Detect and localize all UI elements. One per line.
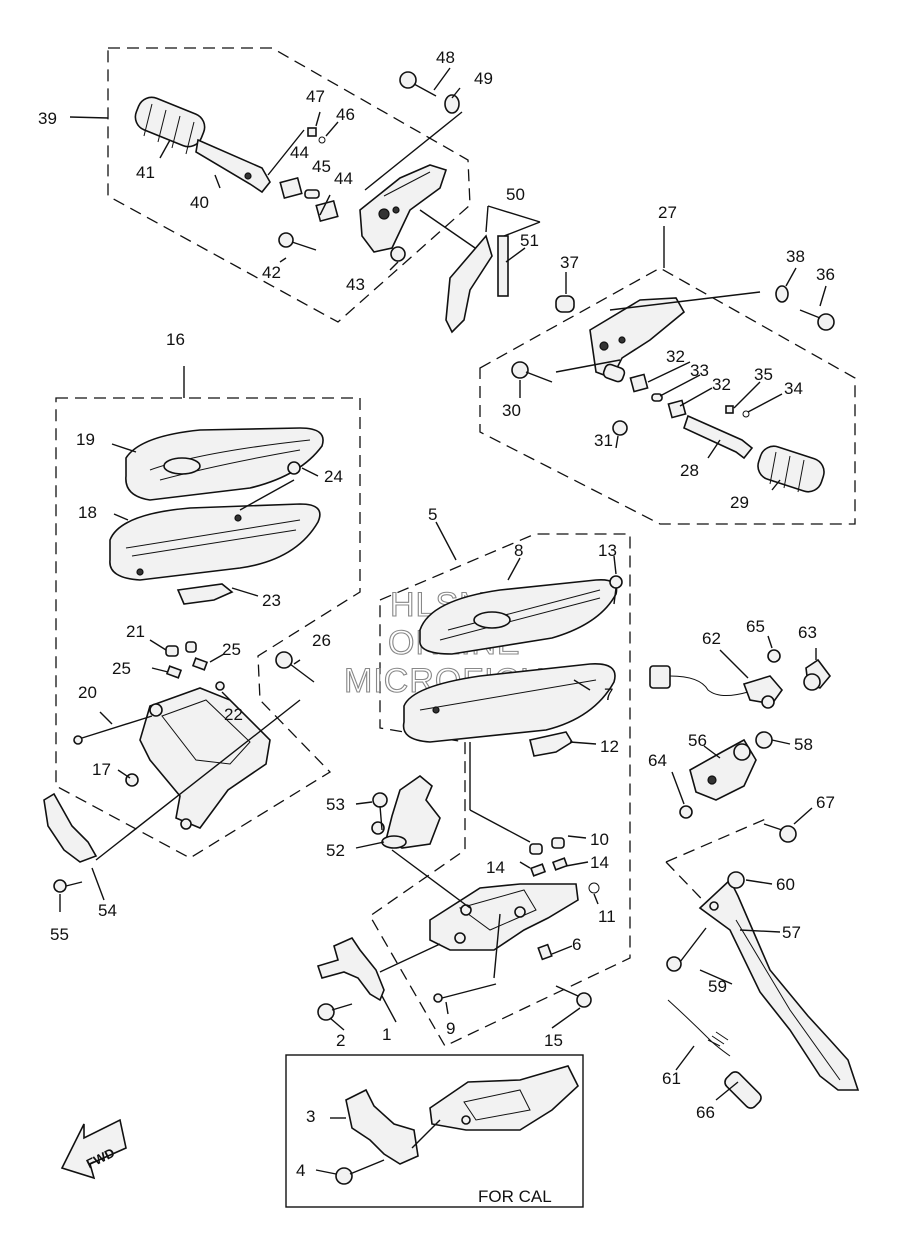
callout-41: 41 [136,163,155,182]
callout-17: 17 [92,760,111,779]
callout-20: 20 [78,683,97,702]
callout-18: 18 [78,503,97,522]
callout-40: 40 [190,193,209,212]
callout-34: 34 [784,379,803,398]
callout-58: 58 [794,735,813,754]
callout-43: 43 [346,275,365,294]
callout-14-left: 14 [486,858,505,877]
callout-59: 59 [708,977,727,996]
callout-55: 55 [50,925,69,944]
callout-56: 56 [688,731,707,750]
footboard-assembly-5 [402,521,623,757]
callout-21: 21 [126,622,145,641]
callout-22: 22 [224,705,243,724]
callout-67: 67 [816,793,835,812]
callout-8: 8 [514,541,523,560]
callout-9: 9 [446,1019,455,1038]
callout-1: 1 [382,1025,391,1044]
callout-32-left: 32 [666,347,685,366]
callout-44-left: 44 [290,143,309,162]
callout-12: 12 [600,737,619,756]
footrest-assembly-39 [69,67,479,271]
callout-27: 27 [658,203,677,222]
callout-19: 19 [76,430,95,449]
callout-31: 31 [594,431,613,450]
fwd-arrow-icon: FWD [60,1118,127,1180]
cal-inset-box [285,1054,584,1208]
footrest-rubber-29 [757,445,825,493]
callout-15: 15 [544,1031,563,1050]
callout-5: 5 [428,505,437,524]
callout-60: 60 [776,875,795,894]
callout-4: 4 [296,1161,305,1180]
callout-16: 16 [166,330,185,349]
callout-28: 28 [680,461,699,480]
callout-47: 47 [306,87,325,106]
callout-63: 63 [798,623,817,642]
callout-39: 39 [38,109,57,128]
callout-35: 35 [754,365,773,384]
callout-7: 7 [604,685,613,704]
callout-3: 3 [306,1107,315,1126]
heel-plate-50 [445,205,541,334]
callout-57: 57 [782,923,801,942]
callout-11: 11 [598,907,616,926]
callout-2: 2 [336,1031,345,1050]
callout-10: 10 [590,830,609,849]
callout-48: 48 [436,48,455,67]
footrest-assembly-27 [511,226,835,493]
callout-42: 42 [262,263,281,282]
callout-29: 29 [730,493,749,512]
callout-14-right: 14 [590,853,609,872]
footboard-assembly-16 [109,366,324,605]
callout-32-right: 32 [712,375,731,394]
callout-numbers: 1 2 3 4 5 6 7 8 9 10 11 12 13 14 14 15 1… [38,48,835,1180]
cal-inset-parts [315,1065,579,1185]
callout-45: 45 [312,157,331,176]
callout-44-right: 44 [334,169,353,188]
callout-53: 53 [326,795,345,814]
callout-23: 23 [262,591,281,610]
callout-24: 24 [324,467,343,486]
callout-26: 26 [312,631,331,650]
callout-46: 46 [336,105,355,124]
footboard-bracket-left [43,639,315,912]
callout-61: 61 [662,1069,681,1088]
callout-36: 36 [816,265,835,284]
callout-25-left: 25 [112,659,131,678]
callout-66: 66 [696,1103,715,1122]
callout-13: 13 [598,541,617,560]
callout-33: 33 [690,361,709,380]
callout-25-right: 25 [222,640,241,659]
callout-52: 52 [326,841,345,860]
footrest-rubber-41 [134,96,206,155]
for-cal-label: FOR CAL [478,1187,552,1206]
footboard-bracket-right [429,742,600,1029]
callout-65: 65 [746,617,765,636]
mount-plate-1 [316,936,441,1031]
callout-62: 62 [702,629,721,648]
callout-54: 54 [98,901,117,920]
support-arm-52 [355,774,471,909]
callout-6: 6 [572,935,581,954]
callout-38: 38 [786,247,805,266]
callout-30: 30 [502,401,521,420]
callout-37: 37 [560,253,579,272]
callout-51: 51 [520,231,539,250]
callout-64: 64 [648,751,667,770]
sidestand-assembly [649,635,860,1109]
callout-49: 49 [474,69,493,88]
callout-50: 50 [506,185,525,204]
